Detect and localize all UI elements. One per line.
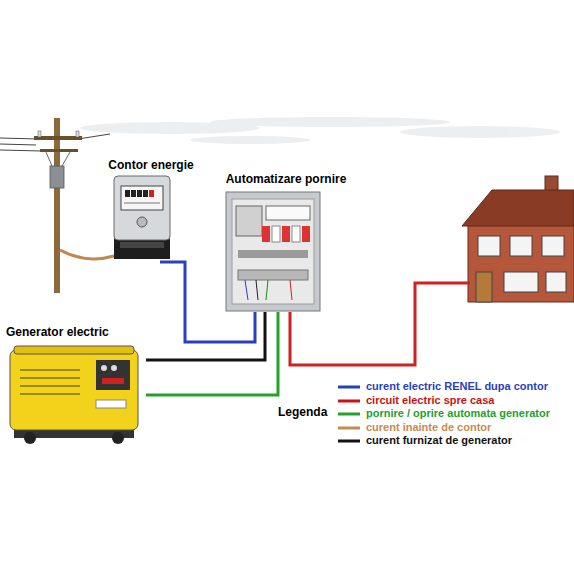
legend-line-sample [338, 386, 360, 389]
meter-box: Contor energie [104, 158, 198, 262]
house-wire [290, 283, 470, 365]
legend-line-sample [338, 413, 360, 416]
house [462, 176, 574, 302]
legend-text: circuit electric spre casa [366, 394, 494, 407]
automation-box: Automatizare pornire [220, 172, 352, 312]
utility-pole [0, 118, 110, 293]
generator-power-wire [146, 312, 265, 360]
energy-meter [114, 176, 170, 259]
control-cabinet [226, 192, 320, 311]
grid-wire [160, 262, 255, 342]
legend-text: curent electric RENEL dupa contor [366, 380, 548, 393]
cloud-wisps [80, 117, 560, 144]
incoming-wire [60, 250, 114, 259]
legend-text: curent furnizat de generator [366, 434, 512, 447]
legend-samples [338, 387, 360, 441]
generator [10, 346, 138, 444]
node-label: Contor energie [104, 158, 198, 173]
legend-text: curent inainte de contor [366, 421, 491, 434]
node-label: Automatizare pornire [220, 172, 352, 187]
generator-box: Generator electric [6, 325, 146, 443]
legend-line-sample [338, 427, 360, 430]
node-label: Generator electric [6, 325, 146, 340]
legend-text: pornire / oprire automata generator [366, 407, 550, 420]
start-stop-wire [146, 312, 278, 395]
legend-line-sample [338, 400, 360, 403]
legend-heading: Legenda [278, 405, 327, 419]
legend-line-sample [338, 440, 360, 443]
